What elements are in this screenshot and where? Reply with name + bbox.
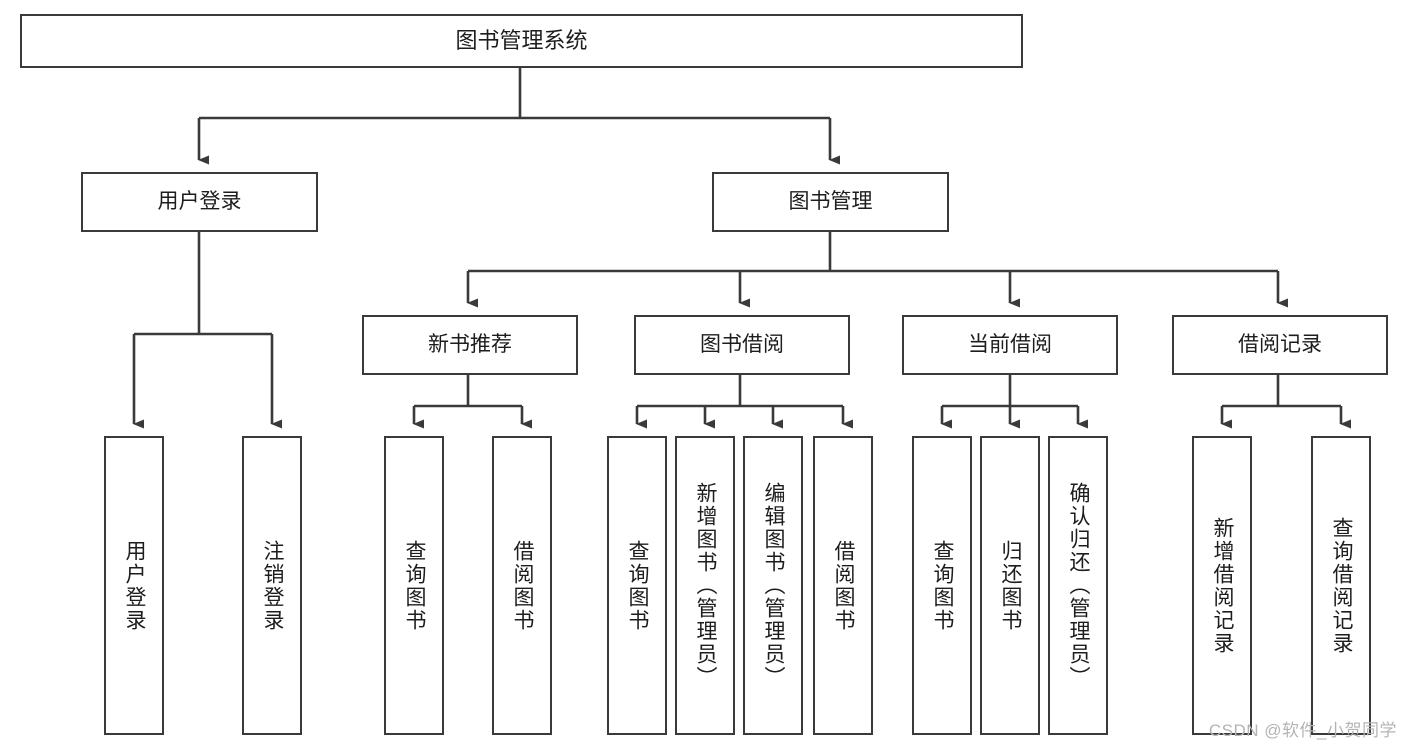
leaf-borrow-edit-book-admin[interactable]: 编辑图书（管理员） xyxy=(743,436,803,735)
connector-newbook-to-leaves xyxy=(412,375,532,429)
watermark-text: CSDN @软件_小贺同学 xyxy=(1208,721,1397,740)
node-label: 注销登录 xyxy=(261,539,285,632)
leaf-record-add-record[interactable]: 新增借阅记录 xyxy=(1192,436,1252,735)
node-label: 查询图书 xyxy=(403,539,427,632)
node-label: 用户登录 xyxy=(123,539,147,632)
node-label: 用户登录 xyxy=(157,189,242,213)
leaf-user-login[interactable]: 用户登录 xyxy=(104,436,164,735)
leaf-borrow-add-book-admin[interactable]: 新增图书（管理员） xyxy=(675,436,735,735)
connector-record-to-leaves xyxy=(1220,375,1351,429)
connector-bookmgmt-to-level3 xyxy=(466,232,1288,308)
node-book-management[interactable]: 图书管理 xyxy=(712,172,949,232)
leaf-borrow-borrow-book[interactable]: 借阅图书 xyxy=(813,436,873,735)
node-label: 查询图书 xyxy=(931,539,955,632)
node-borrow-record[interactable]: 借阅记录 xyxy=(1172,315,1388,375)
leaf-current-confirm-return-admin[interactable]: 确认归还（管理员） xyxy=(1048,436,1108,735)
node-label: 借阅图书 xyxy=(511,539,535,632)
leaf-recommend-query-book[interactable]: 查询图书 xyxy=(384,436,444,735)
node-book-borrow[interactable]: 图书借阅 xyxy=(634,315,850,375)
connector-current-to-leaves xyxy=(940,375,1088,429)
leaf-borrow-query-book[interactable]: 查询图书 xyxy=(607,436,667,735)
node-label: 查询借阅记录 xyxy=(1330,516,1354,655)
leaf-current-query-book[interactable]: 查询图书 xyxy=(912,436,972,735)
node-label: 图书管理 xyxy=(788,189,873,213)
node-user-login[interactable]: 用户登录 xyxy=(81,172,318,232)
node-label: 编辑图书（管理员） xyxy=(762,482,786,689)
connector-borrow-to-leaves xyxy=(635,375,853,429)
node-root-system[interactable]: 图书管理系统 xyxy=(20,14,1023,68)
node-label: 新增借阅记录 xyxy=(1211,516,1235,655)
node-label: 图书借阅 xyxy=(700,332,784,356)
node-label: 查询图书 xyxy=(626,539,650,632)
node-label: 归还图书 xyxy=(999,539,1023,632)
node-label: 图书管理系统 xyxy=(455,28,588,54)
leaf-record-query-record[interactable]: 查询借阅记录 xyxy=(1311,436,1371,735)
node-label: 借阅图书 xyxy=(832,539,856,632)
node-label: 当前借阅 xyxy=(968,332,1052,356)
leaf-current-return-book[interactable]: 归还图书 xyxy=(980,436,1040,735)
node-label: 新增图书（管理员） xyxy=(694,482,718,689)
node-current-borrow[interactable]: 当前借阅 xyxy=(902,315,1118,375)
leaf-user-logout[interactable]: 注销登录 xyxy=(242,436,302,735)
node-new-book-recommend[interactable]: 新书推荐 xyxy=(362,315,578,375)
node-label: 借阅记录 xyxy=(1238,332,1322,356)
node-label: 确认归还（管理员） xyxy=(1067,482,1091,689)
leaf-recommend-borrow-book[interactable]: 借阅图书 xyxy=(492,436,552,735)
connector-root-to-level2 xyxy=(197,68,840,165)
connector-userlogin-to-leaves xyxy=(132,232,282,429)
node-label: 新书推荐 xyxy=(428,332,512,356)
